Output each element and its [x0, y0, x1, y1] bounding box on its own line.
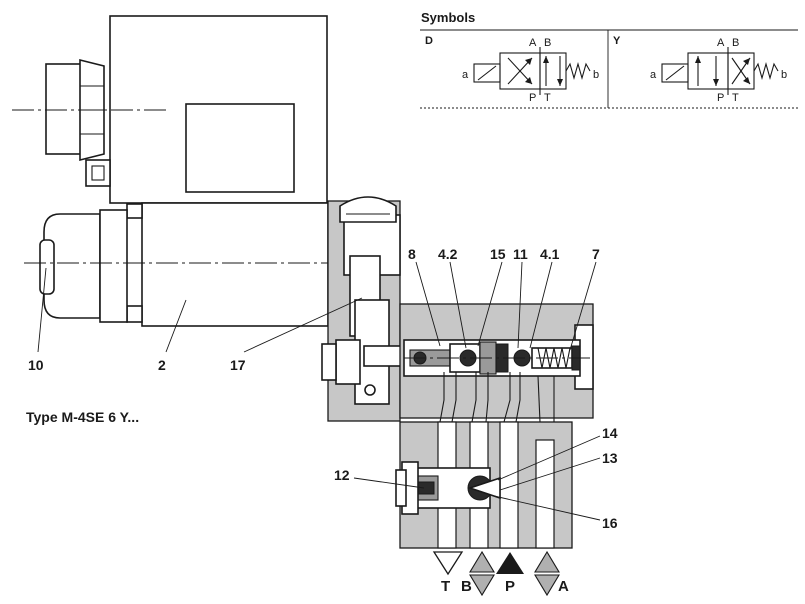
- callout-13: 13: [602, 450, 618, 466]
- port-a-marker-down: [534, 574, 560, 597]
- symbol-d-label-a: a: [462, 69, 469, 81]
- callout-14: 14: [602, 425, 618, 441]
- symbol-y-port-b: B: [732, 37, 739, 49]
- callout-11: 11: [513, 246, 528, 262]
- cable-gland: [45, 63, 83, 155]
- connector-window: [185, 103, 295, 193]
- port-label-t: T: [441, 578, 450, 595]
- adapter-plate: [321, 196, 405, 422]
- spring-icon: [537, 347, 571, 369]
- port-a-marker-up: [534, 550, 560, 573]
- port-label-a: A: [558, 578, 569, 595]
- port-label-p: P: [505, 578, 515, 595]
- callout-17: 17: [230, 357, 246, 373]
- gland-screw: [85, 159, 111, 187]
- symbol-d-port-b: B: [544, 37, 551, 49]
- symbol-d-label-b: b: [593, 69, 599, 81]
- symbols-title: Symbols: [421, 10, 475, 25]
- manual-override-cap: [43, 213, 101, 319]
- callout-8: 8: [408, 246, 416, 262]
- seat-valve-block: [399, 303, 594, 419]
- solenoid-assembly: [12, 15, 348, 327]
- callout-4-1: 4.1: [540, 246, 560, 262]
- callout-12: 12: [334, 467, 350, 483]
- symbol-y-port-p: P: [717, 92, 724, 104]
- passages: [439, 372, 555, 423]
- port-labels: T B P A: [441, 578, 569, 595]
- symbol-y-code: Y: [613, 35, 621, 47]
- symbol-d-port-a: A: [529, 37, 537, 49]
- symbol-y-port-a: A: [717, 37, 725, 49]
- port-markers: [432, 550, 560, 597]
- symbol-y: Y a b A B P T: [613, 35, 787, 104]
- symbol-y-label-b: b: [781, 69, 787, 81]
- type-label: Type M-4SE 6 Y...: [26, 409, 139, 425]
- spring-icon-y: [753, 61, 779, 81]
- symbol-y-parallel-cell: [687, 52, 729, 90]
- callout-7: 7: [592, 246, 600, 262]
- spring-icon-d: [565, 61, 591, 81]
- port-b-marker-down: [469, 574, 495, 597]
- symbol-d-port-t: T: [544, 92, 551, 104]
- port-p-marker: [496, 552, 524, 574]
- port-b-marker-up: [469, 550, 495, 573]
- callout-4-2: 4.2: [438, 246, 458, 262]
- callout-10: 10: [28, 357, 44, 373]
- override-pin: [39, 239, 55, 295]
- port-label-b: B: [461, 578, 472, 595]
- symbol-y-port-t: T: [732, 92, 739, 104]
- symbol-y-label-a: a: [650, 69, 657, 81]
- callouts: 10 2 17 8 4.2 15 11 4.1 7 12 14 13 16: [28, 246, 618, 531]
- symbols-panel: Symbols D a b A B P T: [420, 10, 798, 109]
- channel-a: [535, 439, 555, 549]
- symbol-d: D a b A B P T: [425, 35, 599, 104]
- symbol-d-port-p: P: [529, 92, 536, 104]
- symbol-d-code: D: [425, 35, 433, 47]
- plug-screw: [339, 196, 397, 223]
- port-t-marker: [432, 551, 464, 576]
- callout-15: 15: [490, 246, 506, 262]
- symbol-d-parallel-cell: [539, 52, 567, 90]
- callout-2: 2: [158, 357, 166, 373]
- callout-16: 16: [602, 515, 618, 531]
- coil-housing: [141, 202, 329, 327]
- subplate-block: [395, 421, 573, 549]
